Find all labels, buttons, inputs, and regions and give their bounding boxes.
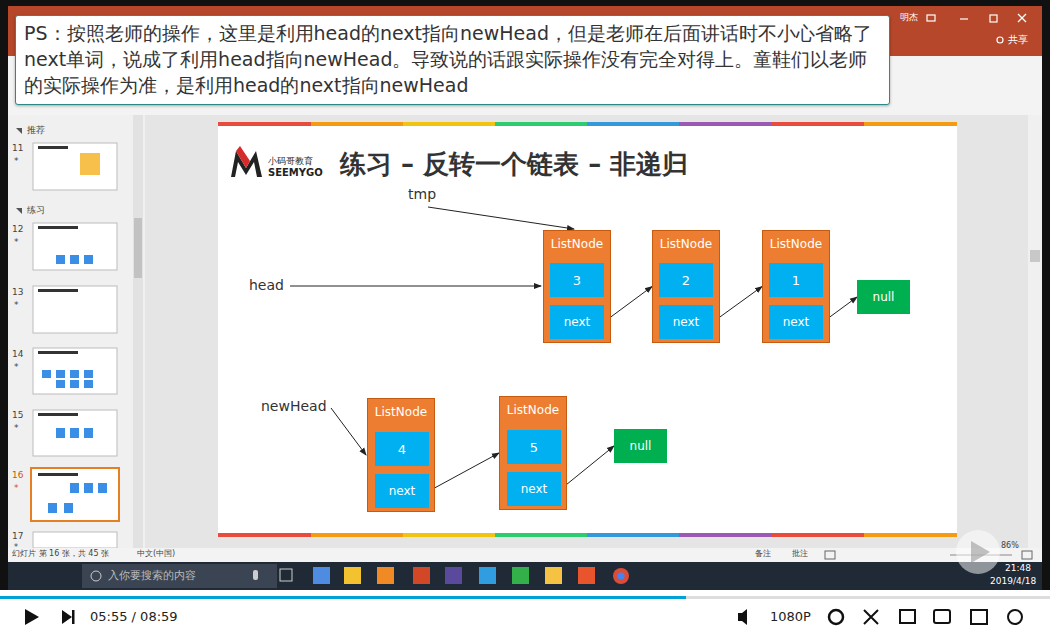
node-text: 4 — [375, 442, 429, 457]
text-label: 86% — [1001, 541, 1019, 551]
field-box: next — [550, 305, 604, 339]
node-text: ListNode — [763, 231, 829, 251]
list-node-box: ListNode 3 next — [543, 230, 611, 343]
text-label: 15 — [12, 410, 23, 421]
text-label: 入你要搜索的内容 — [108, 569, 196, 582]
field-box: next — [659, 305, 713, 339]
text-label: 练习 — [27, 205, 45, 216]
next-pointer — [429, 453, 499, 491]
text-label: 2019/4/18 — [990, 576, 1036, 587]
text-label: 13 — [12, 287, 23, 298]
field-box: next — [769, 305, 823, 339]
node-text: next — [507, 482, 561, 496]
node-text: null — [614, 439, 667, 453]
node-text: next — [659, 315, 713, 329]
text-label: 推荐 — [27, 125, 45, 136]
node-text: ListNode — [368, 399, 434, 419]
node-text: next — [550, 315, 604, 329]
text-label: 中文(中国) — [137, 549, 175, 559]
node-text: ListNode — [500, 397, 566, 417]
text-label: 幻灯片 第 16 张，共 45 张 — [12, 549, 109, 559]
text-label: 12 — [12, 224, 23, 235]
text-label: tmp — [408, 186, 436, 203]
text-label: * — [14, 237, 19, 248]
text-label: 17 — [12, 531, 23, 542]
next-pointer — [604, 287, 652, 323]
text-label: head — [249, 277, 284, 294]
subtitle-note: PS：按照老师的操作，这里是利用head的next指向newHead，但是老师在… — [15, 15, 890, 105]
slide-title: 练习 – 反转一个链表 – 非递归 — [340, 149, 688, 180]
text-label: * — [14, 483, 19, 494]
node-text: 3 — [550, 273, 604, 288]
text-label: SEEMYGO — [268, 167, 323, 179]
text-label: 共享 — [1008, 34, 1028, 46]
field-box: 1 — [769, 263, 823, 297]
text-label: 备注 — [755, 549, 771, 559]
text-label: 11 — [12, 143, 23, 154]
node-text: 2 — [659, 273, 713, 288]
field-box: next — [375, 474, 429, 508]
null-box: null — [614, 429, 667, 463]
text-label: 1080P — [770, 609, 811, 625]
next-pointer — [713, 287, 762, 323]
field-box: next — [507, 472, 561, 506]
text-label: newHead — [261, 398, 327, 415]
text-label: 批注 — [792, 549, 808, 559]
next-pointer — [561, 446, 614, 489]
text-label: 小码哥教育 — [268, 156, 313, 167]
node-text: next — [769, 315, 823, 329]
node-text: ListNode — [653, 231, 719, 251]
field-box: 3 — [550, 263, 604, 297]
list-node-box: ListNode 1 next — [762, 230, 830, 343]
list-node-box: ListNode 5 next — [499, 396, 567, 510]
list-node-box: ListNode 2 next — [652, 230, 720, 343]
node-text: 5 — [507, 440, 561, 455]
node-text: 1 — [769, 273, 823, 288]
null-box: null — [857, 280, 910, 314]
text-label: 14 — [12, 349, 23, 360]
text-label: * — [14, 156, 19, 167]
field-box: 5 — [507, 430, 561, 464]
text-label: * — [14, 300, 19, 311]
text-label: 21:48 — [1005, 563, 1031, 574]
text-label: * — [14, 423, 19, 434]
list-node-box: ListNode 4 next — [367, 398, 435, 512]
text-label: 05:55 / 08:59 — [90, 609, 178, 625]
text-label: 明杰 — [900, 12, 918, 23]
node-text: ListNode — [544, 231, 610, 251]
field-box: 4 — [375, 432, 429, 466]
field-box: 2 — [659, 263, 713, 297]
text-label: * — [14, 362, 19, 373]
node-text: next — [375, 484, 429, 498]
text-label: 16 — [12, 470, 23, 481]
node-text: null — [857, 290, 910, 304]
